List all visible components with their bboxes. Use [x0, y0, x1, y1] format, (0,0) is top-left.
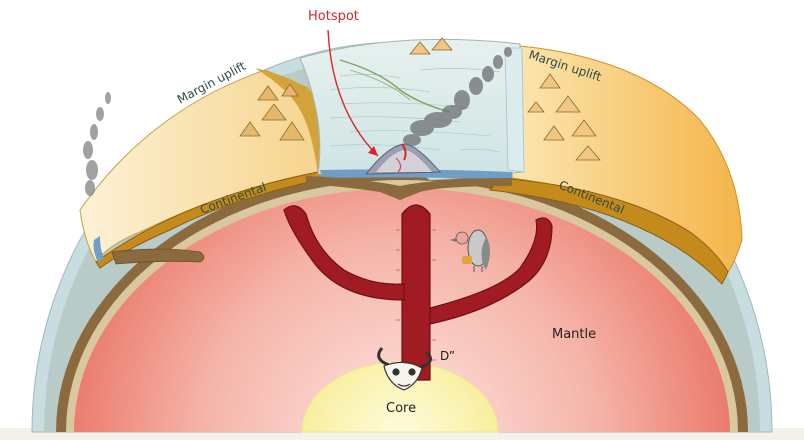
- cactus-icon: [283, 204, 553, 381]
- vulture-icon: [450, 229, 490, 272]
- mountain-icon: [527, 101, 545, 113]
- mountain-icon: [281, 83, 299, 97]
- cactus-spines: [396, 229, 436, 361]
- mountain-icon: [431, 37, 453, 51]
- hotspot-arrowhead: [368, 146, 378, 156]
- lithosphere-thin: [306, 176, 512, 200]
- mountain-icon: [555, 95, 581, 113]
- mountain-icon: [409, 41, 431, 55]
- mountain-icon: [239, 121, 261, 137]
- d-double-prime-label: D”: [440, 349, 455, 363]
- subducting-slab: [111, 248, 205, 265]
- ocean-edge-right: [504, 47, 525, 173]
- mountain-icon: [261, 103, 287, 121]
- mountains-right: [409, 37, 601, 161]
- continental-crust-left: [95, 171, 363, 269]
- seafloor-ridge-2: [349, 69, 411, 101]
- mountain-icon: [575, 145, 601, 161]
- seafloor-ridge: [339, 59, 451, 113]
- ocean-floor-left: [93, 236, 104, 262]
- mountain-icon: [571, 119, 597, 137]
- mountain-icon: [279, 121, 305, 141]
- continental-crust-right: [489, 177, 729, 285]
- smoke-plume-icon: [403, 47, 512, 146]
- volcano-icon: [364, 143, 442, 175]
- mountain-icon: [257, 85, 279, 101]
- hotspot-label: Hotspot: [308, 9, 359, 24]
- cow-skull-icon: [377, 347, 432, 391]
- mountains-left: [239, 83, 305, 141]
- core-label: Core: [386, 401, 416, 416]
- uplift-edge-left: [255, 68, 322, 175]
- smoke-plume-left-icon: [83, 92, 111, 196]
- mantle-label: Mantle: [552, 327, 596, 342]
- mountain-icon: [539, 73, 561, 89]
- mountain-icon: [543, 125, 565, 141]
- hotspot-arrow: [327, 29, 379, 157]
